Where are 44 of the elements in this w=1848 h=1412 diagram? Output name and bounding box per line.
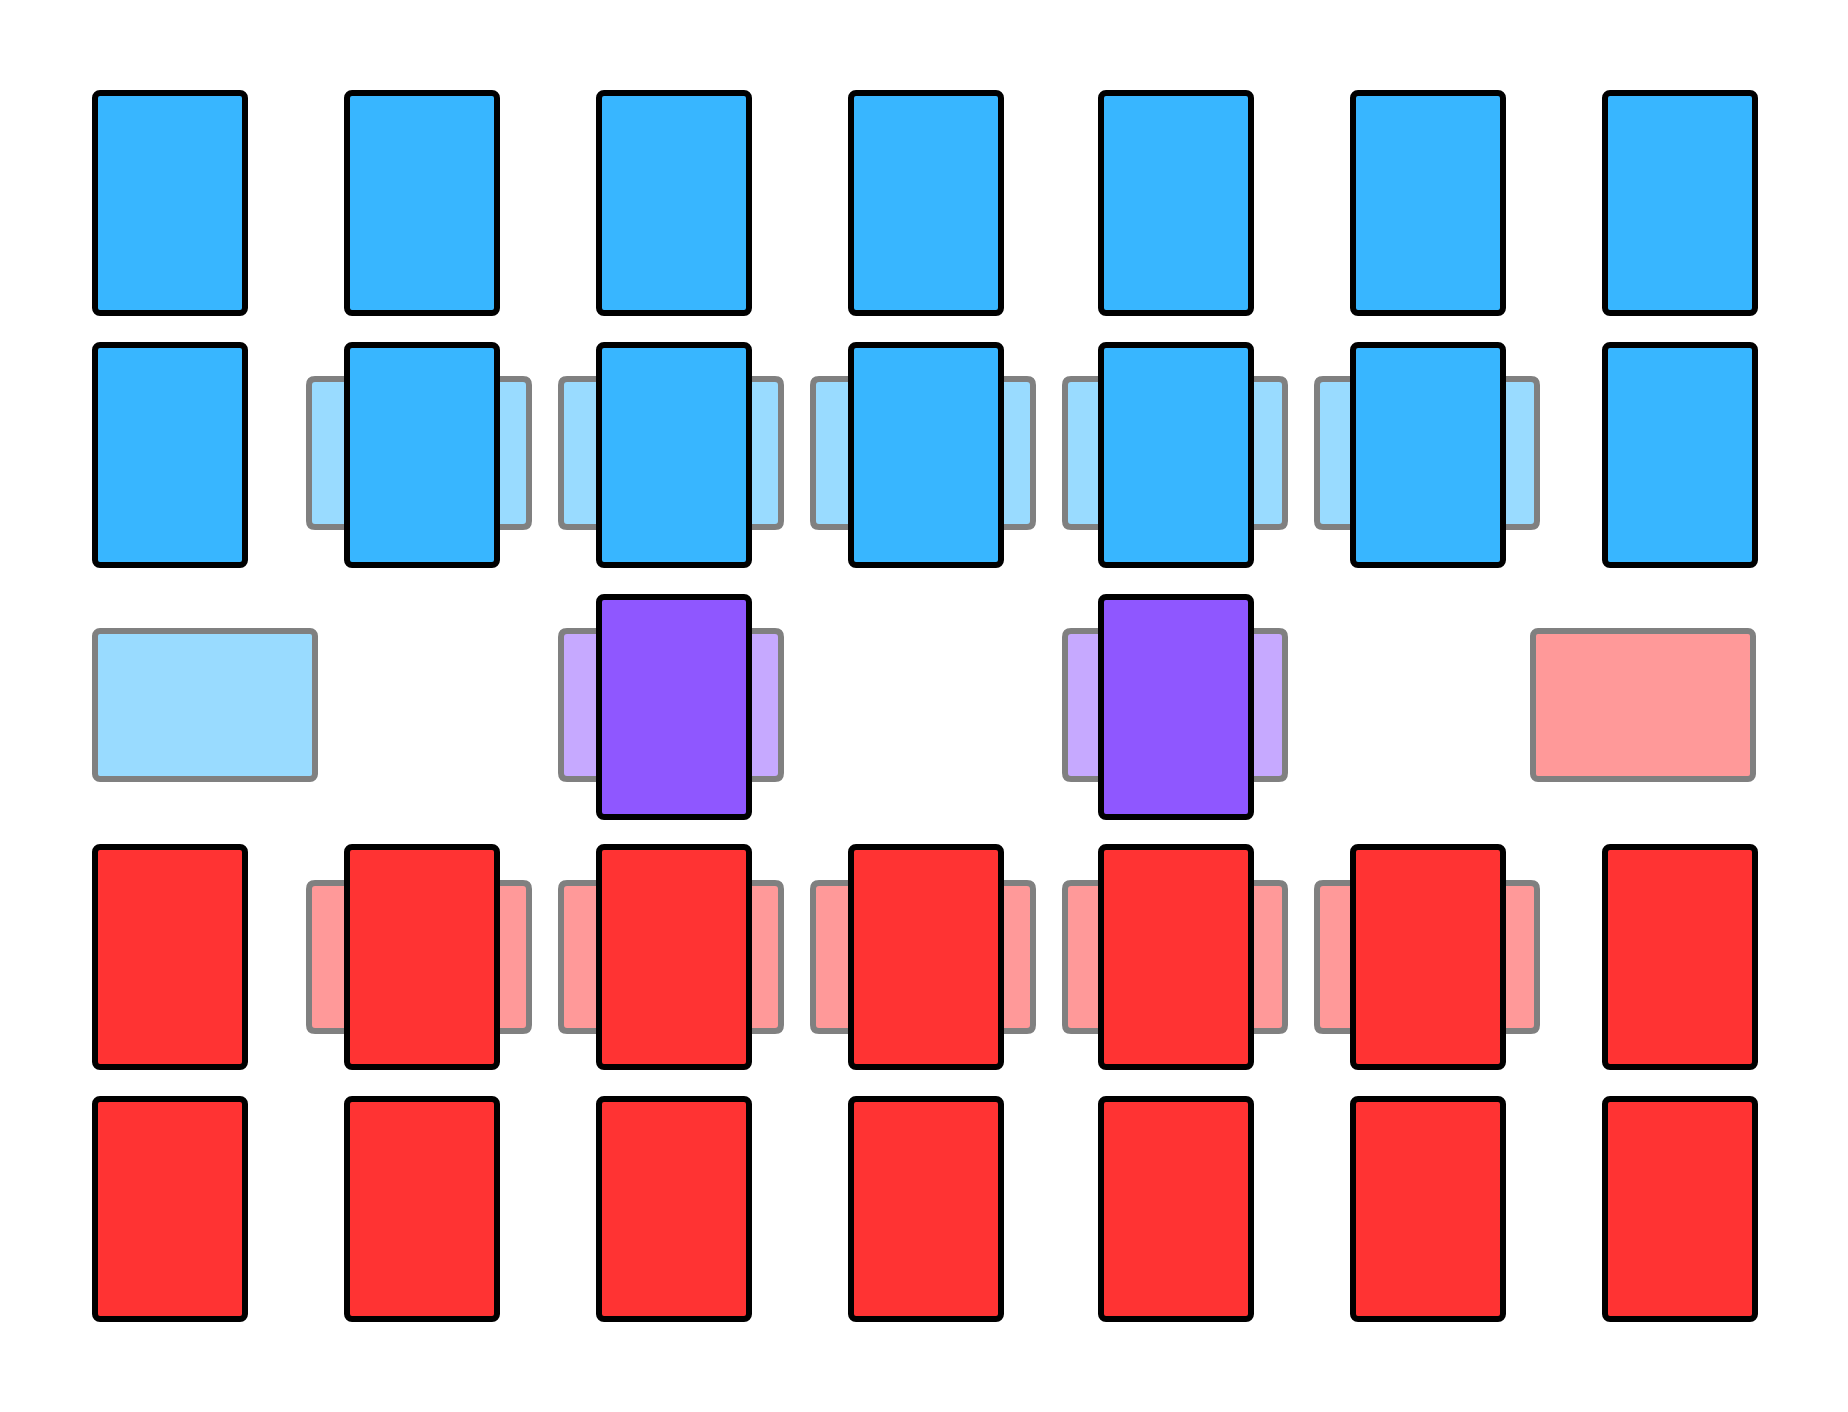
tile [344, 90, 500, 316]
tile [596, 594, 752, 820]
tile [92, 342, 248, 568]
tile [1098, 844, 1254, 1070]
back-tile [1062, 880, 1288, 1034]
tile [596, 1096, 752, 1322]
tile [1098, 342, 1254, 568]
back-tile [306, 376, 532, 530]
tile [1602, 844, 1758, 1070]
tile [848, 342, 1004, 568]
tile [596, 844, 752, 1070]
back-tile [1062, 376, 1288, 530]
back-tile [558, 376, 784, 530]
tile [1602, 342, 1758, 568]
tile [344, 342, 500, 568]
tile [1350, 90, 1506, 316]
tile [848, 1096, 1004, 1322]
back-tile [306, 880, 532, 1034]
back-tile [810, 376, 1036, 530]
tile [344, 1096, 500, 1322]
back-tile [558, 880, 784, 1034]
tile [848, 90, 1004, 316]
back-tile [1314, 880, 1540, 1034]
tile [92, 90, 248, 316]
back-tile [1530, 628, 1756, 782]
back-tile [1062, 628, 1288, 782]
tile [596, 90, 752, 316]
tile [1350, 1096, 1506, 1322]
tile [848, 844, 1004, 1070]
tile [344, 844, 500, 1070]
tile [1602, 1096, 1758, 1322]
tile [1602, 90, 1758, 316]
tile [596, 342, 752, 568]
tile [92, 844, 248, 1070]
tile [1350, 844, 1506, 1070]
tile [1098, 1096, 1254, 1322]
back-tile [558, 628, 784, 782]
back-tile [92, 628, 318, 782]
tile [1098, 90, 1254, 316]
back-tile [810, 880, 1036, 1034]
back-tile [1314, 376, 1540, 530]
tile [1350, 342, 1506, 568]
tile [1098, 594, 1254, 820]
tile [92, 1096, 248, 1322]
